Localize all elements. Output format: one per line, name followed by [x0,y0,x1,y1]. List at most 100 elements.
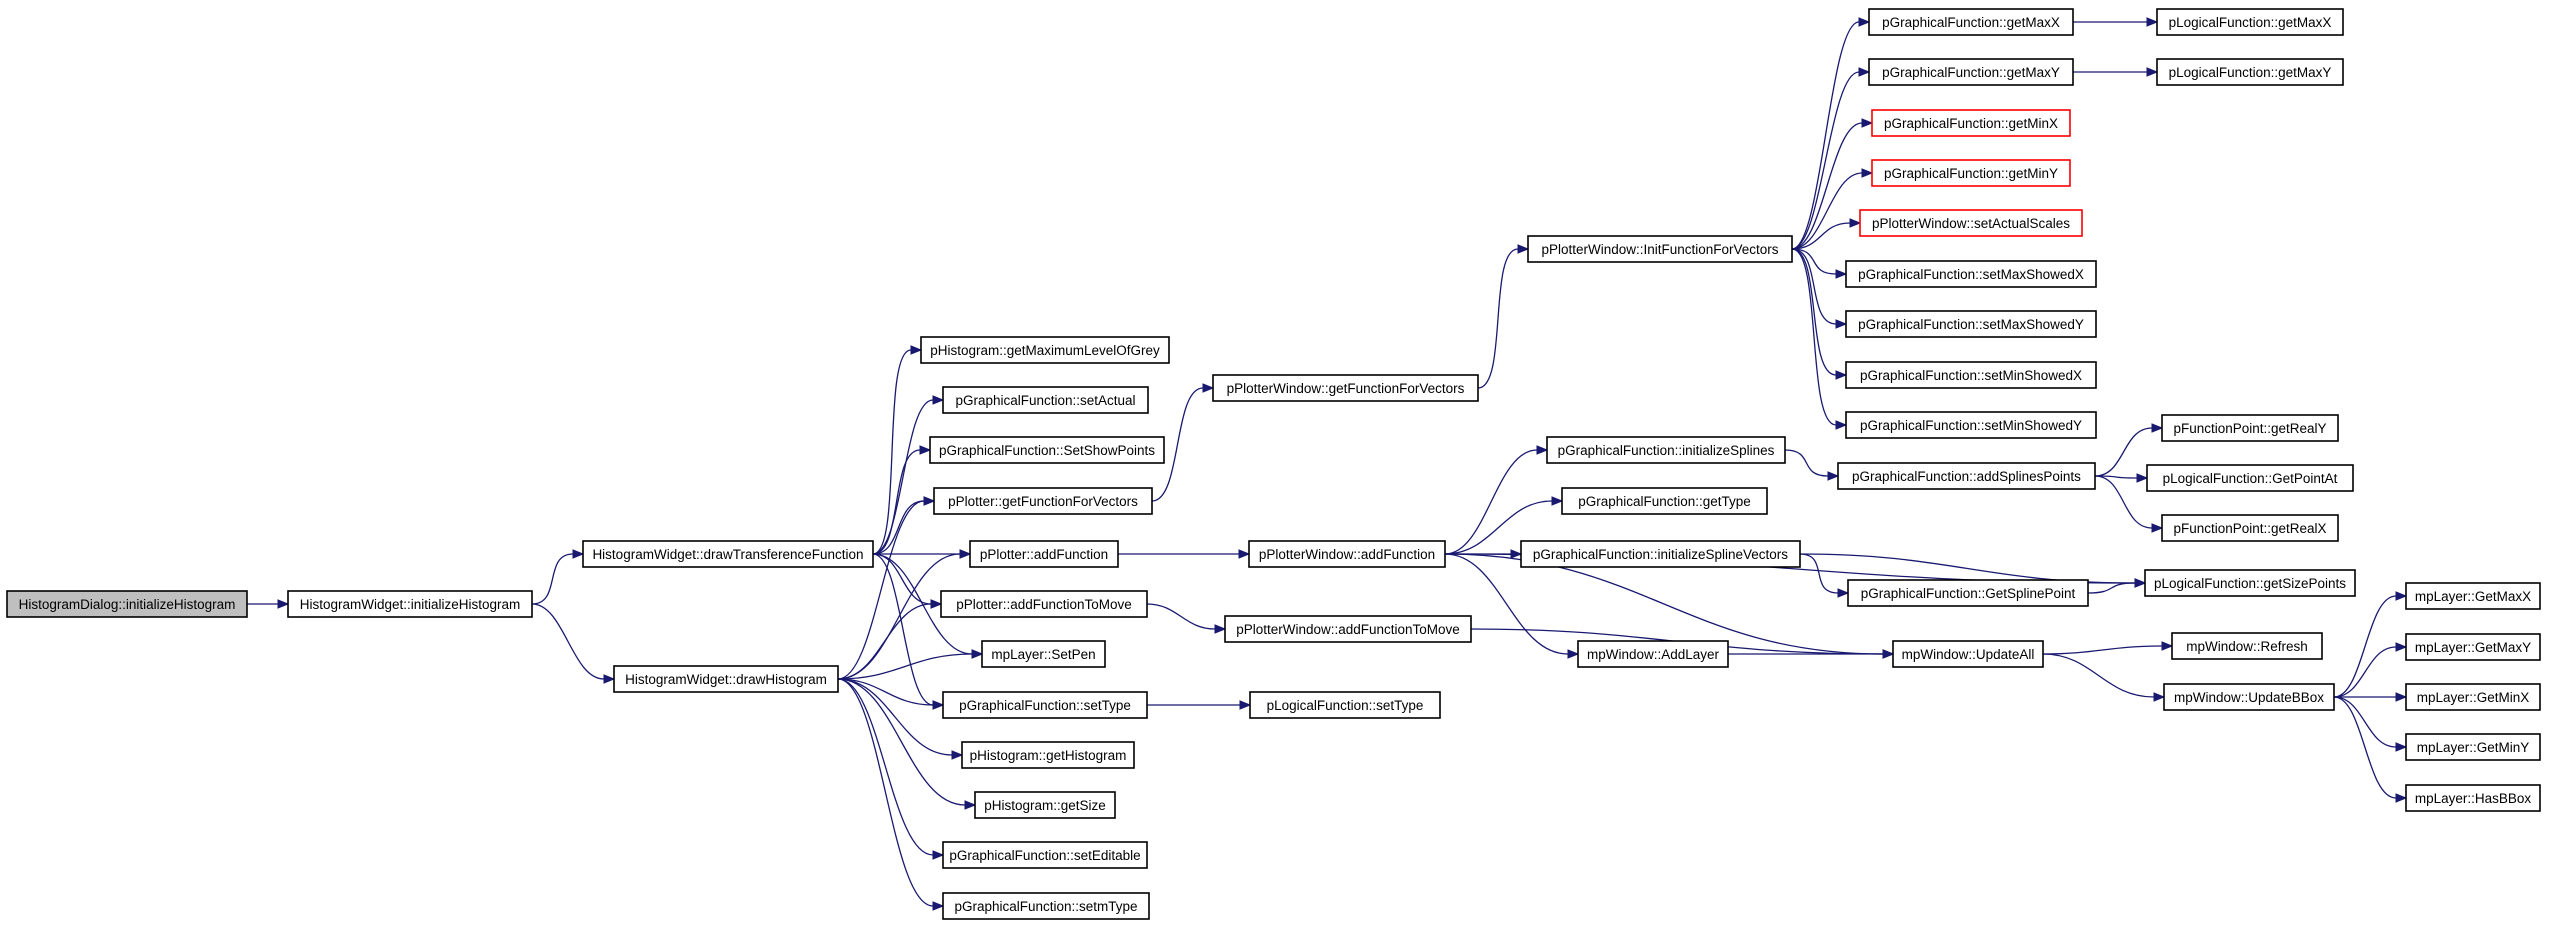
graph-node[interactable]: mpLayer::SetPen [981,640,1106,668]
graph-node[interactable]: pGraphicalFunction::getMaxY [1868,58,2074,86]
graph-node[interactable]: pHistogram::getHistogram [961,741,1135,769]
graph-node[interactable]: pGraphicalFunction::setEditable [942,841,1148,869]
graph-node[interactable]: mpWindow::UpdateAll [1892,640,2044,668]
graph-node[interactable]: mpLayer::GetMaxY [2405,633,2541,661]
call-edge [837,649,984,680]
call-edge [872,445,932,555]
arrow-head [2151,523,2164,533]
graph-node[interactable]: pGraphicalFunction::setType [942,691,1148,719]
graph-node[interactable]: pLogicalFunction::getSizePoints [2144,569,2356,597]
call-edge [1147,700,1252,710]
graph-node[interactable]: pGraphicalFunction::SetShowPoints [929,436,1165,464]
arrow-head [2395,692,2408,702]
graph-node[interactable]: pPlotterWindow::InitFunctionForVectors [1527,235,1793,263]
call-edge [1151,383,1215,502]
edge-line [837,678,934,907]
graph-node[interactable]: pGraphicalFunction::GetSplinePoint [1847,579,2089,607]
arrow-head [930,599,943,609]
graph-node[interactable]: pGraphicalFunction::setmType [942,892,1150,920]
call-edge [1791,67,1871,250]
node-label: pGraphicalFunction::getMaxY [1882,65,2060,80]
graph-node[interactable]: HistogramWidget::initializeHistogram [287,590,533,618]
node-label: mpWindow::UpdateBBox [2174,690,2324,705]
graph-node[interactable]: pFunctionPoint::getRealY [2161,414,2339,442]
graph-node[interactable]: pGraphicalFunction::initializeSplines [1546,436,1786,464]
graph-node[interactable]: HistogramDialog::initializeHistogram [6,590,248,618]
arrow-head [1239,700,1252,710]
node-box [582,540,874,568]
node-label: pGraphicalFunction::getMinX [1884,116,2058,131]
edge-line [872,553,973,655]
call-edge [872,345,923,555]
node-box [961,741,1135,769]
graph-node[interactable]: mpWindow::Refresh [2171,632,2323,660]
graph-node[interactable]: mpLayer::GetMinX [2405,683,2541,711]
graph-node[interactable]: pGraphicalFunction::getType [1561,487,1768,515]
call-edge [2094,473,2149,483]
node-label: mpLayer::GetMaxX [2415,589,2531,604]
edge-line [837,653,973,680]
graph-node[interactable]: HistogramWidget::drawHistogram [613,665,839,693]
graph-node[interactable]: pGraphicalFunction::addSplinesPoints [1837,462,2096,490]
arrow-head [1835,420,1848,430]
graph-node[interactable]: mpLayer::GetMinY [2405,733,2541,761]
graph-node[interactable]: mpLayer::GetMaxX [2405,582,2541,610]
graph-node[interactable]: pPlotter::addFunction [969,540,1119,568]
node-box [1248,540,1446,568]
graph-node[interactable]: mpLayer::HasBBox [2405,784,2541,812]
arrow-head [2395,642,2408,652]
graph-node[interactable]: pPlotter::getFunctionForVectors [933,487,1153,515]
graph-node[interactable]: mpWindow::AddLayer [1577,640,1729,668]
graph-node[interactable]: pPlotter::addFunctionToMove [940,590,1148,618]
call-edge [837,678,977,810]
graph-node[interactable]: pPlotterWindow::getFunctionForVectors [1212,374,1479,402]
graph-node[interactable]: pGraphicalFunction::setMinShowedY [1845,411,2097,439]
node-box [1577,640,1729,668]
graph-node[interactable]: pGraphicalFunction::initializeSplineVect… [1520,540,1801,568]
graph-node[interactable]: pPlotterWindow::addFunctionToMove [1224,615,1472,643]
graph-node[interactable]: pHistogram::getSize [974,791,1116,819]
graph-node[interactable]: pGraphicalFunction::setActual [942,386,1149,414]
edge-line [837,500,925,680]
graph-node[interactable]: pLogicalFunction::GetPointAt [2146,464,2354,492]
node-box [2156,8,2344,36]
graph-node[interactable]: pGraphicalFunction::setMaxShowedX [1845,260,2097,288]
graph-node[interactable]: pHistogram::getMaximumLevelOfGrey [920,336,1170,364]
graph-node[interactable]: pGraphicalFunction::setMaxShowedY [1845,310,2097,338]
arrow-head [1202,383,1215,393]
call-edge [2333,591,2408,698]
edge-line [531,603,605,680]
call-edge [1791,218,1862,250]
node-box [929,436,1165,464]
graph-node[interactable]: pPlotterWindow::setActualScales [1859,209,2083,237]
graph-node[interactable]: mpWindow::UpdateBBox [2163,683,2335,711]
graph-node[interactable]: pGraphicalFunction::getMinX [1871,109,2071,137]
graph-node[interactable]: pLogicalFunction::getMaxX [2156,8,2344,36]
graph-node[interactable]: pLogicalFunction::setType [1249,691,1441,719]
graph-node[interactable]: HistogramWidget::drawTransferenceFunctio… [582,540,874,568]
node-label: pGraphicalFunction::getMinY [1884,166,2058,181]
call-edge [837,678,945,911]
node-label: HistogramWidget::drawHistogram [625,672,827,687]
node-label: pLogicalFunction::getMaxY [2169,65,2332,80]
node-box [1520,540,1801,568]
call-edge [1784,449,1840,481]
graph-node[interactable]: pGraphicalFunction::getMinY [1871,159,2071,187]
arrow-head [1858,67,1871,77]
edge-line [872,399,934,555]
edge-line [1791,172,1863,250]
graph-node[interactable]: pLogicalFunction::getMaxY [2156,58,2344,86]
edge-line [1444,449,1538,555]
graph-node[interactable]: pGraphicalFunction::setMinShowedX [1845,361,2097,389]
edge-line [2333,696,2397,799]
graph-node[interactable]: pPlotterWindow::addFunction [1248,540,1446,568]
edge-line [2094,427,2153,477]
arrow-head [932,850,945,860]
edge-line [2087,582,2136,594]
graph-node[interactable]: pFunctionPoint::getRealX [2161,514,2339,542]
arrow-head [910,345,923,355]
graph-node[interactable]: pGraphicalFunction::getMaxX [1868,8,2074,36]
arrow-head [932,700,945,710]
node-box [1561,487,1768,515]
